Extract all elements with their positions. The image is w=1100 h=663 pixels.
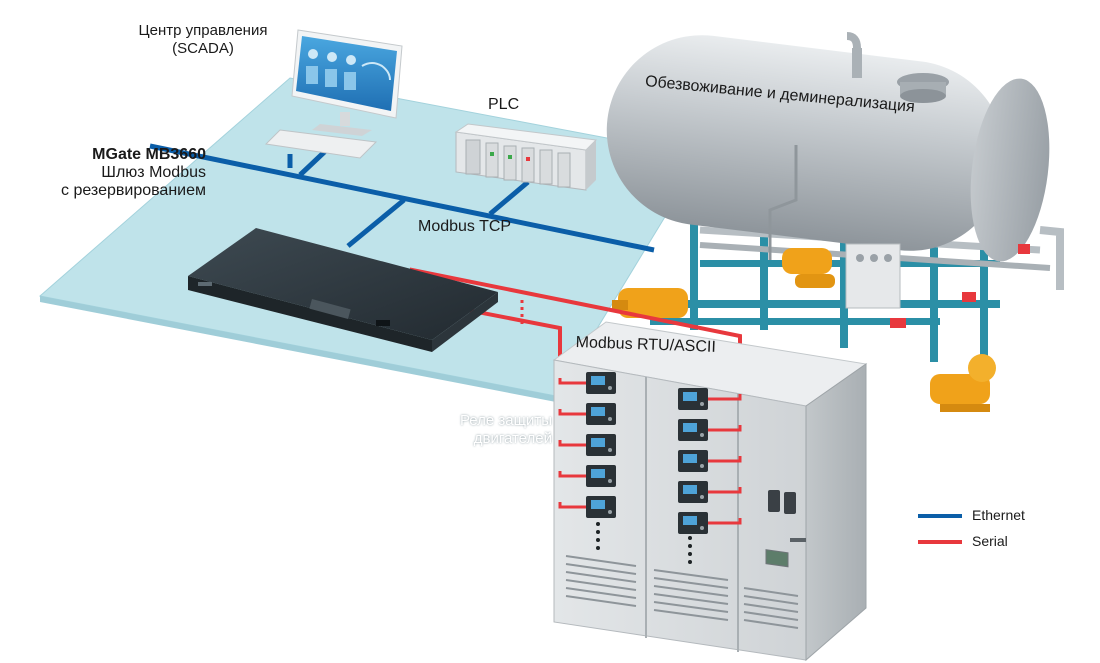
relay-group (558, 372, 742, 534)
gateway-label-line2: Шлюз Modbus (101, 164, 206, 181)
relay-icon (678, 481, 708, 503)
gateway-label-line3: с резервированием (61, 182, 206, 199)
relay-icon (678, 512, 708, 534)
relay-icon (586, 434, 616, 456)
pump (782, 248, 835, 288)
serial-drop (558, 440, 586, 447)
gateway-model: MGate MB3660 (92, 146, 206, 163)
relay-icon (678, 388, 708, 410)
serial-drop (558, 409, 586, 416)
plc-rack-icon (454, 123, 598, 191)
relay-icon (586, 496, 616, 518)
cabinet-vents (565, 555, 799, 629)
legend-serial-label: Serial (972, 533, 1008, 549)
scada-label: Центр управления (SCADA) (128, 22, 278, 58)
pump (612, 288, 688, 318)
relay-label-line1: Реле защиты (459, 412, 552, 429)
gateway-label: MGate MB3660 Шлюз Modbus с резервировани… (60, 146, 206, 200)
relay-icon (678, 450, 708, 472)
relay-icon (586, 372, 616, 394)
scada-label-line1: Центр управления (138, 22, 268, 39)
relay-label-line2: двигателей (473, 430, 552, 447)
relay-label: Реле защиты двигателей (440, 412, 552, 448)
switchgear-cabinet-icon (552, 321, 868, 662)
relay-icon (586, 465, 616, 487)
modbus-tcp-label: Modbus TCP (418, 218, 512, 235)
serial-drop (708, 487, 742, 494)
pump (930, 354, 996, 412)
relay-icon (586, 403, 616, 425)
legend-ethernet-label: Ethernet (972, 507, 1025, 523)
plc-label: PLC (488, 96, 520, 113)
monitor-icon (264, 29, 403, 159)
serial-drop (708, 456, 742, 463)
gateway-device-icon (188, 228, 498, 352)
serial-drop (708, 518, 742, 525)
serial-drop (708, 394, 742, 401)
legend (918, 514, 962, 544)
platform-edge (40, 296, 556, 402)
serial-drop (558, 502, 586, 509)
serial-drop (558, 471, 586, 478)
serial-drop (708, 425, 742, 432)
serial-drop (558, 378, 586, 385)
relay-icon (678, 419, 708, 441)
tank-icon (606, 32, 1064, 412)
scada-label-line2: (SCADA) (172, 40, 234, 57)
